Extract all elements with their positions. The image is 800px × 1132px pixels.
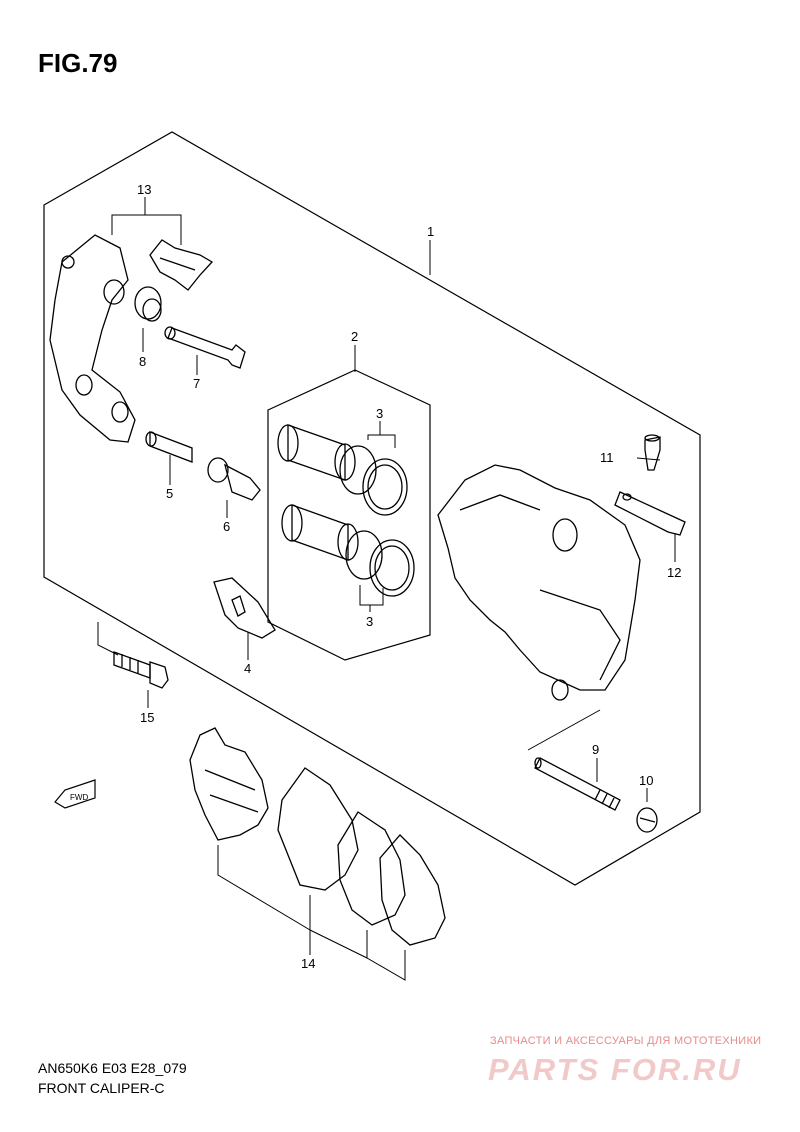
pin-boot (207, 457, 261, 501)
callout-11: 11 (600, 450, 614, 465)
bleeder-screw (644, 434, 661, 471)
pad-spring (213, 577, 276, 639)
callout-6: 6 (223, 519, 230, 534)
figure-title: FIG.79 (38, 48, 118, 78)
fwd-arrow-icon: FWD (54, 779, 96, 809)
callout-3-bottom: 3 (366, 614, 373, 629)
seal-upper (339, 445, 408, 516)
callout-7: 7 (193, 376, 200, 391)
caliper-bracket (49, 234, 136, 443)
brake-pad-2 (277, 767, 359, 891)
assembly-outline-caliper (43, 131, 701, 886)
diagram-name: FRONT CALIPER-C (38, 1080, 165, 1096)
brake-pad-4 (379, 834, 446, 946)
watermark-tagline: ЗАПЧАСТИ И АКСЕССУАРЫ ДЛЯ МОТОТЕХНИКИ (490, 1035, 762, 1047)
callout-1: 1 (427, 224, 434, 239)
callout-9: 9 (592, 742, 599, 757)
callout-10: 10 (639, 773, 653, 788)
fwd-label: FWD (70, 793, 88, 802)
callout-15: 15 (140, 710, 154, 725)
callout-3-top: 3 (376, 406, 383, 421)
slide-pin-short (145, 431, 193, 463)
callout-14: 14 (301, 956, 315, 971)
slide-pin-long (164, 326, 246, 369)
seal-lower (345, 530, 415, 597)
brake-pad-3 (337, 811, 406, 926)
piston-lower (281, 504, 359, 561)
callout-4: 4 (244, 661, 251, 676)
leader-lines (97, 197, 676, 981)
pin-plug (636, 807, 658, 833)
caliper-body (437, 464, 641, 701)
watermark-logo: PARTS FOR.RU (488, 1052, 742, 1087)
brake-pad-1 (189, 727, 269, 841)
callout-13: 13 (137, 182, 151, 197)
bleeder-cap (614, 491, 686, 536)
callout-2: 2 (351, 329, 358, 344)
callout-5: 5 (166, 486, 173, 501)
diagram-code: AN650K6 E03 E28_079 (38, 1060, 187, 1076)
pad-pin (534, 757, 621, 811)
boot (134, 286, 162, 322)
mounting-bolt (113, 651, 169, 689)
callout-8: 8 (139, 354, 146, 369)
spring-clip (149, 239, 214, 291)
callout-12: 12 (667, 565, 681, 580)
piston-upper (277, 424, 356, 481)
